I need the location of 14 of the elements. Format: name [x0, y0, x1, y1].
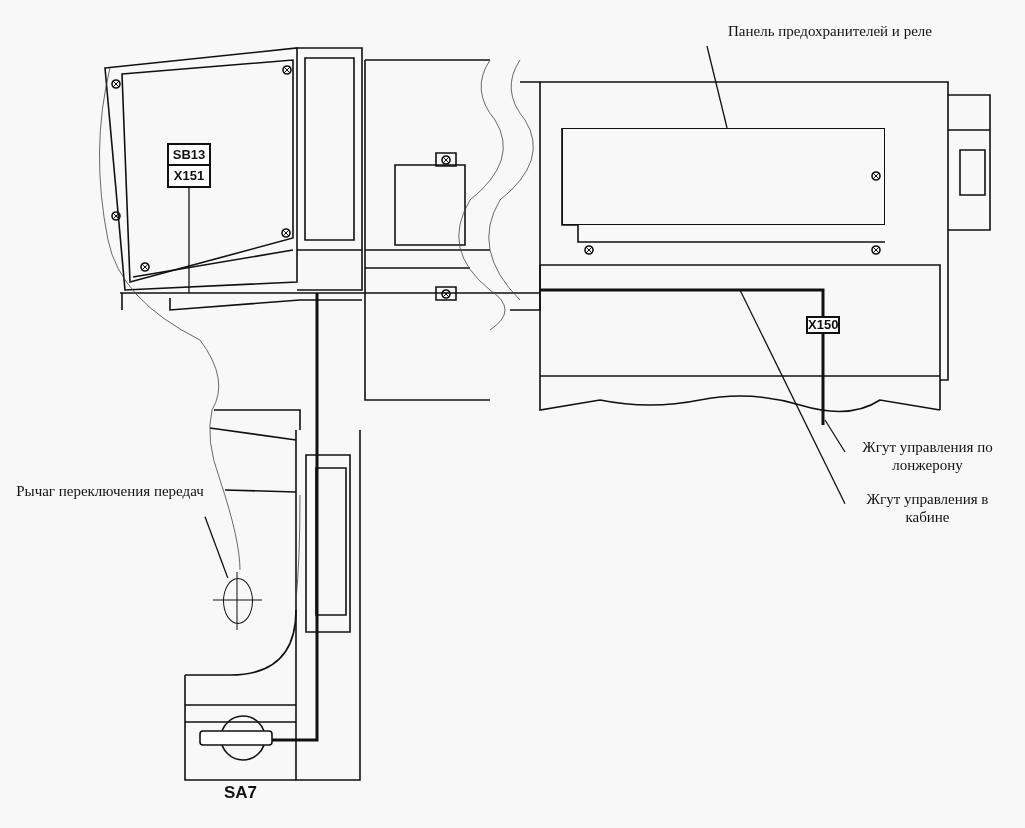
leader-line — [824, 419, 846, 453]
part-label: Жгут управления по лонжерону — [845, 438, 1010, 478]
connector-tag: X150 — [806, 316, 840, 334]
part-label: Жгут управления в кабине — [845, 490, 1010, 532]
part-label: Рычаг переключения передач — [15, 482, 205, 522]
leader-line — [188, 187, 190, 294]
part-label: Панель предохранителей и реле — [690, 22, 970, 46]
fuse-panel — [562, 128, 885, 225]
leader-line — [706, 45, 728, 129]
tag-text: X151 — [169, 164, 209, 185]
leader-line — [204, 516, 229, 579]
part-label: SA7 — [224, 783, 258, 803]
tag-text: SB13 — [171, 146, 207, 164]
leader-line — [739, 289, 846, 505]
